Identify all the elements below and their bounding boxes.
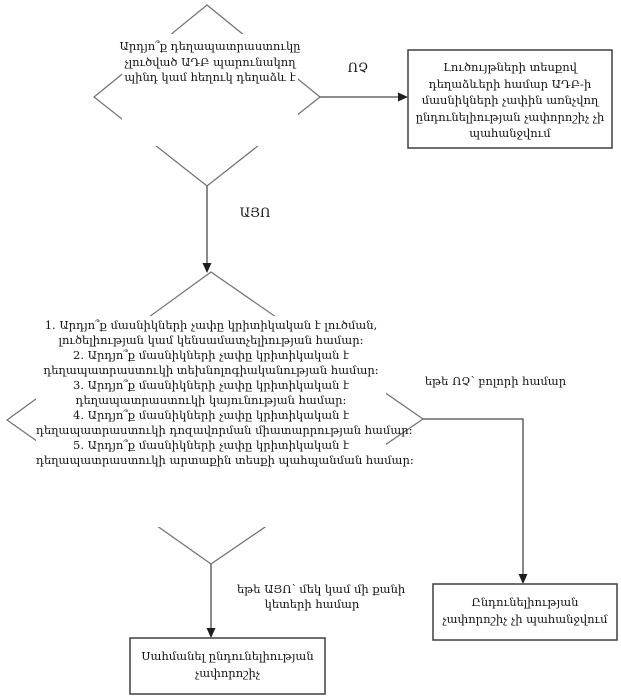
criticality-question-line: դեղապատրաստուկի դոզավորման միատարրության… xyxy=(36,423,413,437)
solution-box-text: Լուծույթների տեսքով դեղաձևերի համար ԱԴԲ-… xyxy=(412,59,608,142)
criticality-question-line: դեղապատրաստուկի տեխնոլոգիականության համա… xyxy=(43,363,379,377)
if-yes-label-line: եթե ԱՅՈ՝ մեկ կամ մի քանի xyxy=(237,582,406,596)
arrowhead-if-yes xyxy=(206,628,216,638)
criticality-question-line: 1. Արդյո՞ք մասնիկների չափը կրիտիկական է … xyxy=(44,318,378,332)
decision-dosage-form-line: պինդ կամ հեղուկ դեղաձև է xyxy=(124,70,296,84)
solution-box xyxy=(407,49,613,149)
criticality-question-line: 2. Արդյո՞ք մասնիկների չափը կրիտիկական է xyxy=(73,348,349,362)
solution-box-line: ընդունելիության չափորոշիչ չի xyxy=(415,109,605,124)
set-criterion-box-line: չափորոշիչ xyxy=(195,666,260,680)
set-criterion-box xyxy=(129,637,326,695)
arrowhead-yes xyxy=(202,263,212,273)
if-yes-label-line: կետերի համար xyxy=(264,597,360,611)
arrowhead-if-no xyxy=(518,574,528,584)
solution-box-line: պահանջվում xyxy=(469,126,551,140)
diamond2-text-backing xyxy=(36,316,386,527)
no-criterion-box-line: Ընդունելիության xyxy=(471,595,579,609)
no-criterion-box-line: չափորոշիչ չի պահանջվում xyxy=(442,612,608,626)
decision-dosage-form-line: չլուծված ԱԴԲ պարունակող xyxy=(124,54,296,69)
criticality-question-line: 3. Արդյո՞ք մասնիկների չափը կրիտիկական է xyxy=(73,378,349,392)
solution-box-line: Լուծույթների տեսքով xyxy=(443,60,577,74)
yes-branch-label: ԱՅՈ xyxy=(239,206,271,221)
decision-dosage-form-text: Արդյո՞ք դեղապատրաստուկը չլուծված ԱԴԲ պար… xyxy=(115,39,305,86)
criticality-questions-text: 1. Արդյո՞ք մասնիկների չափը կրիտիկական է … xyxy=(36,318,414,468)
no-criterion-box xyxy=(432,583,618,641)
no-criterion-box-text: Ընդունելիության չափորոշիչ չի պահանջվում xyxy=(437,594,613,628)
criticality-question-line: դեղապատրաստուկի արտաքին տեսքի պահպանման … xyxy=(36,453,414,467)
criticality-question-line: 4. Արդյո՞ք մասնիկների չափը կրիտիկական է xyxy=(73,408,349,422)
arrowhead-no xyxy=(398,92,408,102)
decision-dosage-form-line: Արդյո՞ք դեղապատրաստուկը xyxy=(119,39,301,53)
diamond1-text-backing xyxy=(122,34,298,146)
solution-box-line: դեղաձևերի համար ԱԴԲ-ի xyxy=(428,76,592,91)
set-criterion-box-line: Սահմանել ընդունելիության xyxy=(141,649,314,663)
criticality-question-line: 5. Արդյո՞ք մասնիկների չափը կրիտիկական է xyxy=(73,438,349,452)
criticality-question-line: դեղապատրաստուկի կայունության համար։ xyxy=(75,393,347,407)
set-criterion-box-text: Սահմանել ընդունելիության չափորոշիչ xyxy=(134,648,321,682)
solution-box-line: մասնիկների չափին առնչվող xyxy=(421,93,599,107)
if-no-for-all-label: եթե ՈՉ՝ բոլորի համար xyxy=(424,374,567,388)
criticality-question-line: լուծելիության կամ կենսամատչելիության համ… xyxy=(58,333,364,347)
arrow-if-no-to-no-criterion-box xyxy=(423,418,524,576)
if-yes-label: եթե ԱՅՈ՝ մեկ կամ մի քանի կետերի համար xyxy=(237,582,406,612)
no-branch-label: ՈՉ xyxy=(347,61,369,76)
